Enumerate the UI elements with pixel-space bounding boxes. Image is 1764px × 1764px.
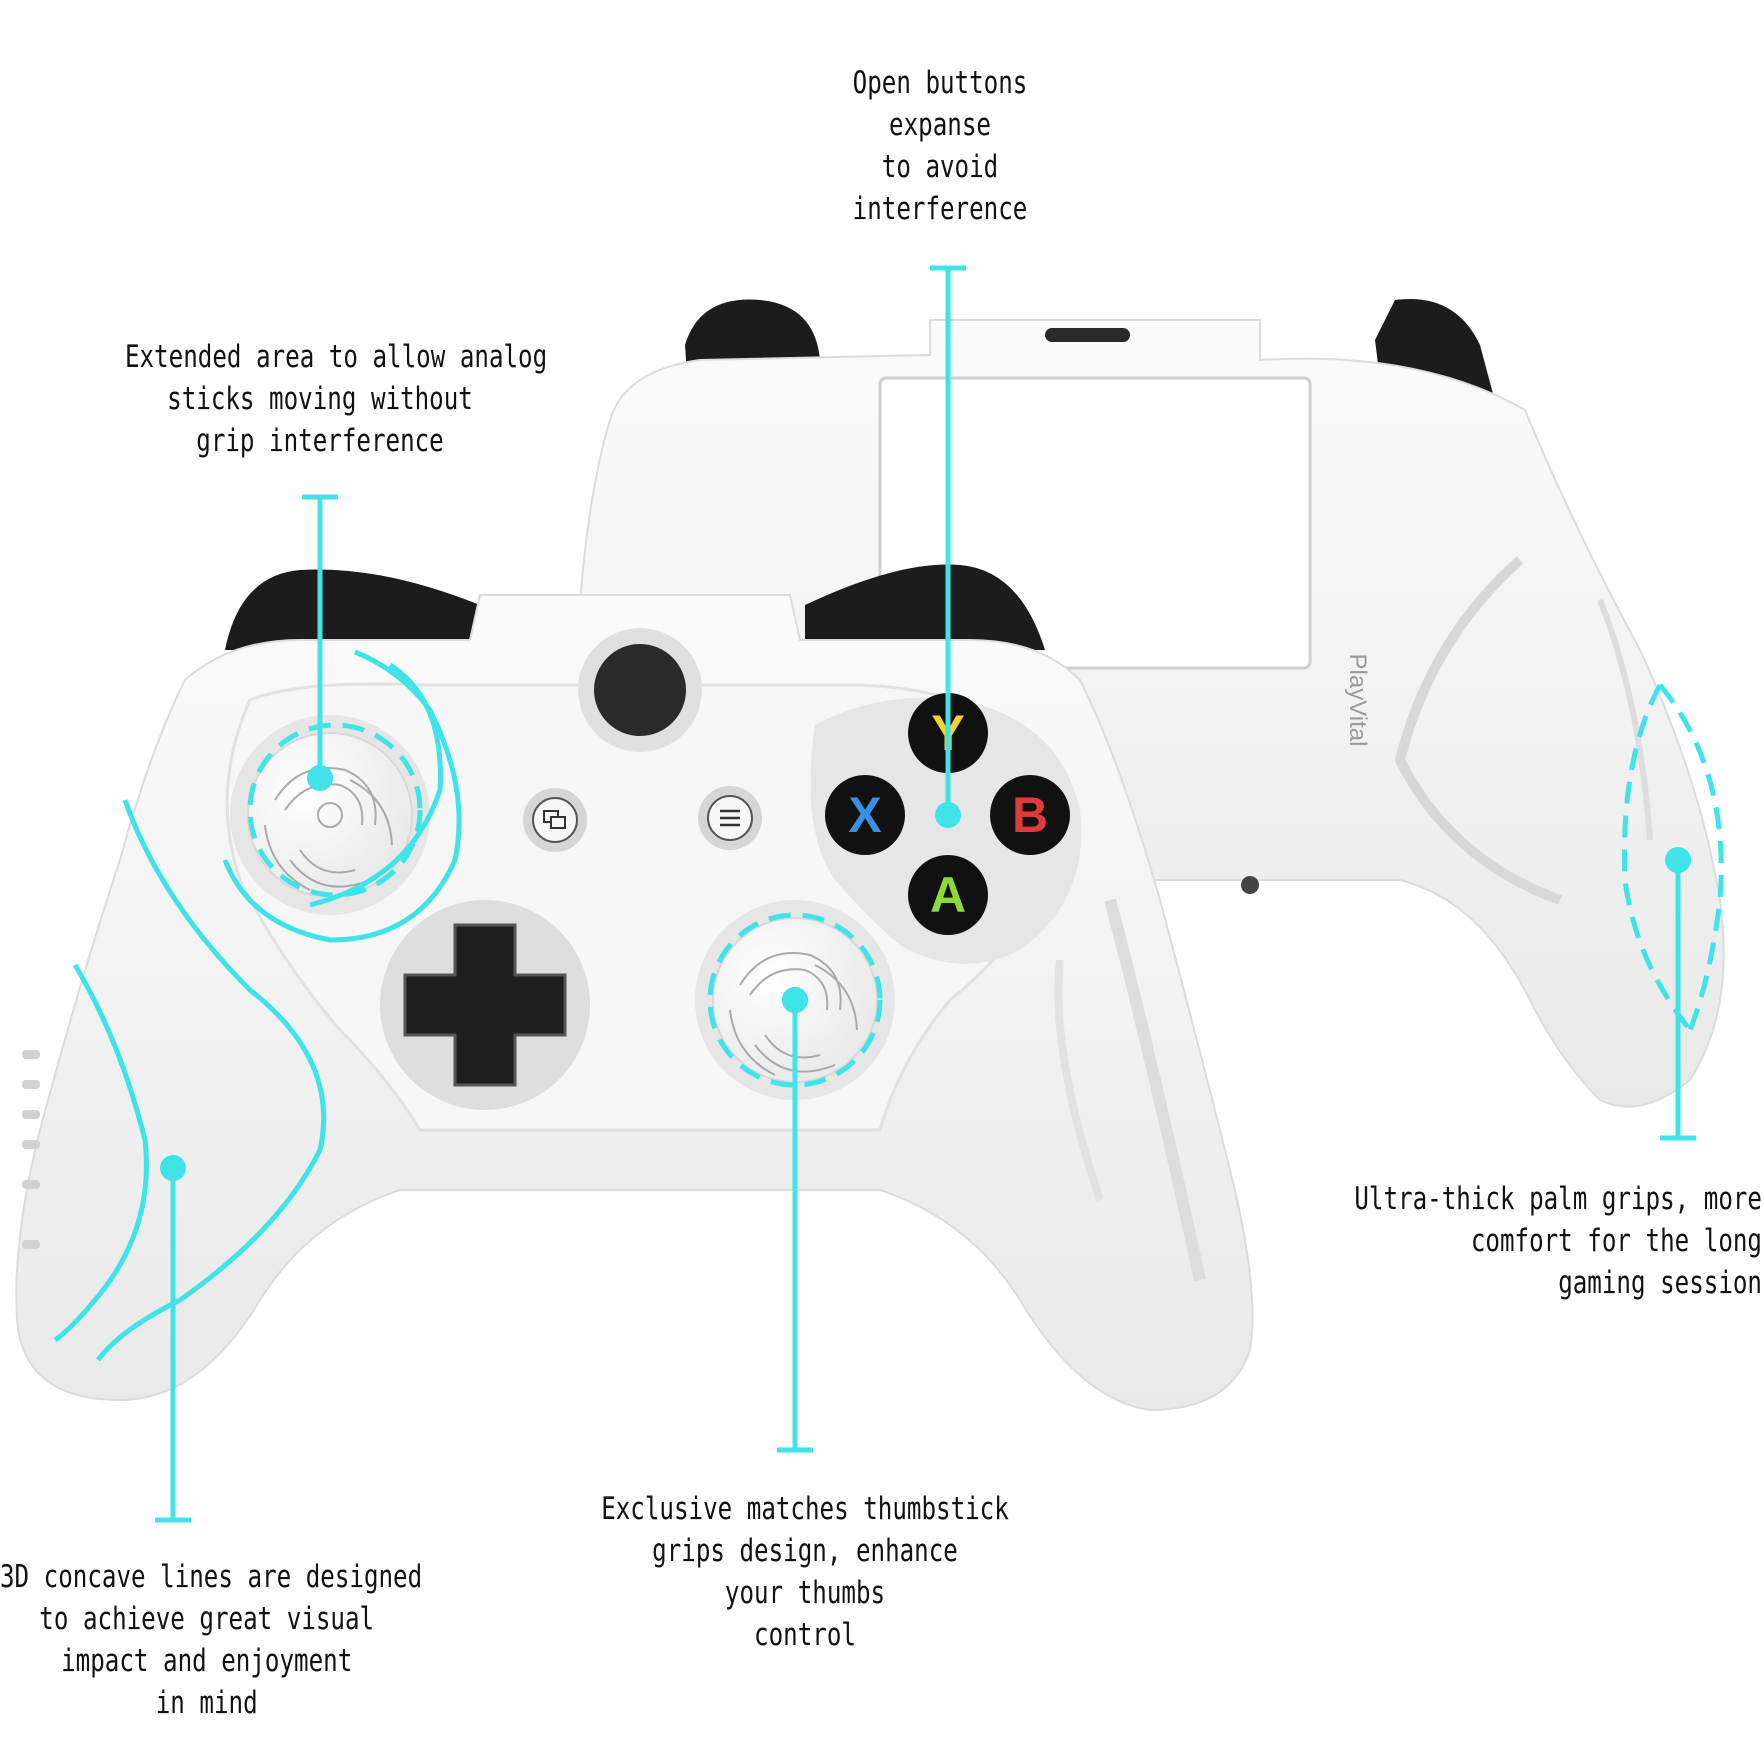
left-grip-bumps (22, 1050, 40, 1249)
callout-dots (160, 765, 1691, 1181)
callout-thumbstick: Exclusive matches thumbstick grips desig… (598, 1488, 1011, 1656)
button-x (825, 775, 905, 855)
abxy-well (810, 697, 1082, 964)
callout-palm-line-3: gaming session (1558, 1265, 1762, 1301)
button-a (908, 855, 988, 935)
callout-lines-line-1: 3D concave lines are designed (0, 1559, 423, 1595)
callout-buttons-line-2: expanse (889, 107, 991, 143)
brand-text: PlayVital (1344, 654, 1371, 747)
callout-sticks: Extended area to allow analog sticks mov… (125, 336, 548, 462)
callout-lines (53, 265, 1724, 1523)
callout-sticks-line-1: Extended area to allow analog (125, 339, 548, 375)
callout-buttons-line-1: Open buttons (852, 65, 1028, 101)
callout-palm-line-2: comfort for the long (1470, 1223, 1762, 1259)
callout-buttons-line-3: to avoid (881, 149, 999, 185)
callout-palm: Ultra-thick palm grips, more comfort for… (1325, 1178, 1762, 1304)
left-thumbstick (230, 715, 430, 915)
button-b-label: B (1012, 787, 1048, 843)
callout-thumbstick-line-2: grips design, enhance (652, 1533, 958, 1569)
callout-buttons: Open buttons expanse to avoid interferen… (823, 62, 1057, 230)
callout-thumbstick-line-4: control (754, 1617, 856, 1653)
callout-lines: 3D concave lines are designed to achieve… (0, 1556, 423, 1724)
callout-lines-line-3: impact and enjoyment (61, 1643, 353, 1679)
button-a-label: A (930, 867, 966, 923)
button-b (990, 775, 1070, 855)
callout-sticks-line-2: sticks moving without (167, 381, 473, 417)
back-grip-ridge (1394, 556, 1562, 905)
callout-thumbstick-line-1: Exclusive matches thumbstick (601, 1491, 1009, 1527)
front-left-bumper (225, 569, 480, 650)
callout-lines-line-4: in mind (155, 1685, 258, 1721)
headset-jack (1241, 876, 1259, 894)
callout-sticks-line-3: grip interference (196, 423, 444, 459)
callout-lines-line-2: to achieve great visual (39, 1601, 375, 1637)
callout-thumbstick-line-3: your thumbs (724, 1575, 886, 1611)
face-buttons: Y X B A (825, 693, 1070, 935)
dpad (380, 900, 590, 1110)
front-right-bumper (805, 564, 1045, 650)
callout-buttons-line-4: interference (852, 191, 1028, 227)
callout-palm-line-1: Ultra-thick palm grips, more (1354, 1181, 1762, 1217)
button-x-label: X (848, 787, 881, 843)
concave-line-outer (95, 799, 327, 1362)
concave-line-inner (53, 963, 149, 1343)
guide-button (594, 644, 686, 736)
usb-port (1045, 328, 1130, 342)
